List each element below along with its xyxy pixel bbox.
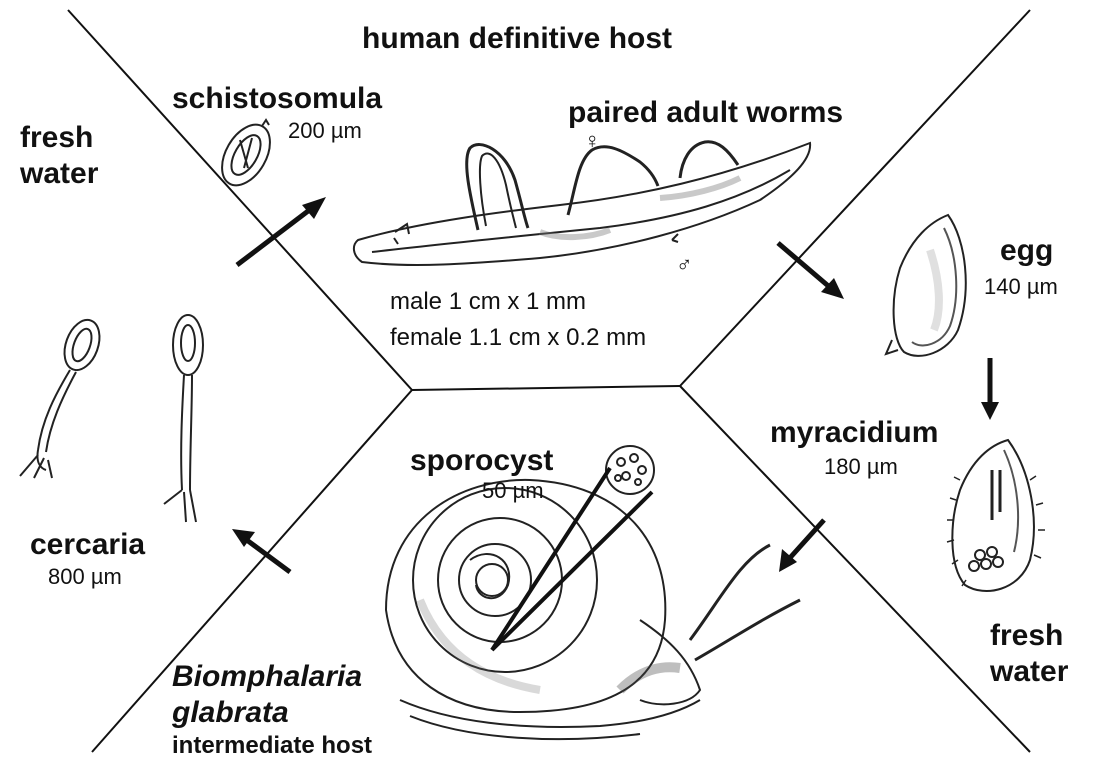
- region-divider-lines: [68, 10, 1030, 752]
- schistosomula-size: 200 µm: [288, 120, 362, 142]
- female-symbol: ♀: [584, 130, 601, 152]
- male-symbol: ♂: [676, 254, 693, 276]
- male-dimensions: male 1 cm x 1 mm: [390, 290, 586, 314]
- sporocyst-label: sporocyst: [410, 446, 553, 476]
- intermediate-host-label: intermediate host: [172, 734, 372, 758]
- cercaria-label: cercaria: [30, 530, 145, 560]
- definitive-host-title: human definitive host: [362, 24, 672, 54]
- egg-drawing: [886, 215, 966, 356]
- myracidium-drawing: [947, 440, 1045, 591]
- arrow-to-snail: [779, 520, 824, 572]
- adult-worms-drawing: [354, 142, 810, 265]
- cercaria-drawing-right: [164, 315, 203, 522]
- snail-species-label: glabrata: [172, 698, 289, 728]
- schistosomula-drawing: [212, 116, 280, 193]
- myracidium-label: myracidium: [770, 418, 938, 448]
- myracidium-size: 180 µm: [824, 456, 898, 478]
- cycle-arrows: [232, 197, 999, 572]
- snail-drawing: [386, 480, 800, 739]
- fresh-water-label-left: fresh water: [20, 120, 130, 192]
- arrow-to-cercaria: [232, 529, 290, 572]
- egg-size: 140 µm: [984, 276, 1058, 298]
- schistosomula-label: schistosomula: [172, 84, 382, 114]
- snail-genus-label: Biomphalaria: [172, 662, 362, 692]
- sporocyst-drawing: [606, 446, 654, 494]
- arrow-to-worms: [237, 197, 326, 265]
- adult-worms-label: paired adult worms: [568, 98, 843, 128]
- arrow-to-myracidium: [981, 358, 999, 420]
- fresh-water-label-right: fresh water: [990, 618, 1090, 690]
- cercaria-drawing-left: [20, 315, 106, 478]
- cercaria-size: 800 µm: [48, 566, 122, 588]
- egg-label: egg: [1000, 236, 1053, 266]
- sporocyst-size: 50 µm: [482, 480, 544, 502]
- female-dimensions: female 1.1 cm x 0.2 mm: [390, 326, 646, 350]
